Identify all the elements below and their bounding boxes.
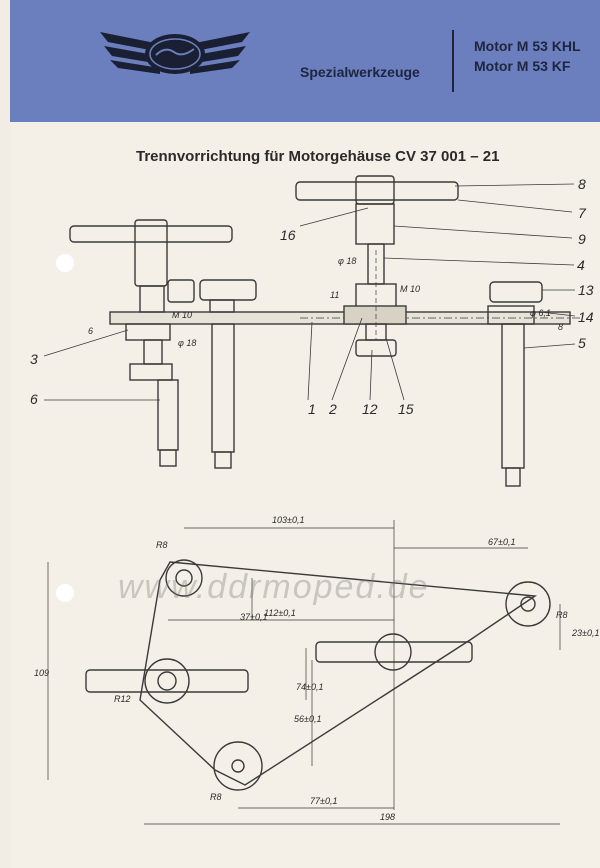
dim-23: 23±0,1 <box>571 628 599 638</box>
radius-right: R8 <box>556 610 568 620</box>
callout-16: 16 <box>280 227 296 243</box>
dim-77: 77±0,1 <box>310 796 337 806</box>
callout-7: 7 <box>578 205 587 221</box>
punch-hole-bottom <box>56 584 74 602</box>
callout-2: 2 <box>328 401 337 417</box>
callout-14: 14 <box>578 309 594 325</box>
callout-6: 6 <box>30 391 38 407</box>
diameter-label-6-1: φ 6,1 <box>530 308 551 318</box>
top-view-plate <box>139 561 538 786</box>
diameter-label-left: φ 18 <box>178 338 196 348</box>
header-divider <box>452 30 454 92</box>
dim-112: 112±0,1 <box>264 608 296 618</box>
callout-15: 15 <box>398 401 414 417</box>
radius-top-left: R8 <box>156 540 168 550</box>
callout-4: 4 <box>577 257 585 273</box>
right-knob <box>489 281 543 303</box>
radius-left: R12 <box>114 694 131 704</box>
radius-bottom: R8 <box>210 792 222 802</box>
callout-13: 13 <box>578 282 594 298</box>
callout-9: 9 <box>578 231 586 247</box>
watermark: www.ddrmoped.de <box>118 568 430 606</box>
header-category: Spezialwerkzeuge <box>300 64 420 80</box>
header-band <box>10 0 600 122</box>
callout-8: 8 <box>578 176 586 192</box>
dim-74: 74±0,1 <box>296 682 323 692</box>
model-line-1: Motor M 53 KHL <box>474 38 581 54</box>
diameter-label-right: φ 18 <box>338 256 356 266</box>
drawing-title: Trennvorrichtung für Motorgehäuse CV 37 … <box>136 148 500 165</box>
height-label-11: 11 <box>330 290 339 300</box>
callout-12: 12 <box>362 401 378 417</box>
right-t-handle <box>295 181 459 201</box>
thread-label-right: M 10 <box>400 284 420 294</box>
height-label-8: 8 <box>558 322 563 332</box>
callout-3: 3 <box>30 351 38 367</box>
dim-67: 67±0,1 <box>488 537 515 547</box>
middle-knob <box>199 279 257 301</box>
dim-109: 109 <box>34 668 49 678</box>
punch-hole-top <box>56 254 74 272</box>
dim-37: 37±0,1 <box>240 612 267 622</box>
callout-5: 5 <box>578 335 586 351</box>
callout-1: 1 <box>308 401 316 417</box>
drawing-sheet <box>10 122 600 868</box>
dim-103: 103±0,1 <box>272 515 304 525</box>
dim-56: 56±0,1 <box>294 714 321 724</box>
model-line-2: Motor M 53 KF <box>474 58 571 74</box>
thread-label-left: M 10 <box>172 310 192 320</box>
winged-logo-icon <box>100 32 250 74</box>
left-t-handle <box>69 225 233 243</box>
height-label-6: 6 <box>88 326 93 336</box>
dim-198: 198 <box>380 812 395 822</box>
